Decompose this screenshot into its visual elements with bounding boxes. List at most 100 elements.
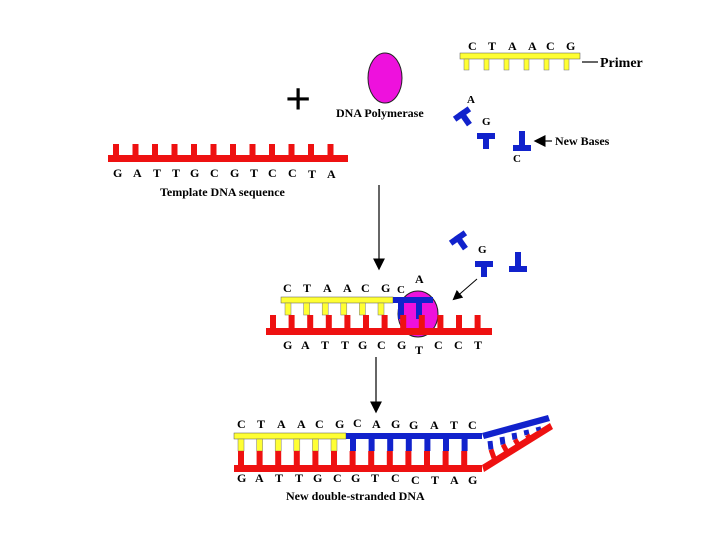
bottom-upper-base-9: G: [391, 417, 400, 431]
bottom-lower-base-10: C: [411, 473, 420, 487]
strand-tooth: [474, 315, 481, 328]
tail-tooth: [488, 448, 497, 459]
middle-upper-base-2: T: [303, 281, 311, 295]
template-base-9: C: [268, 166, 277, 180]
middle-lower-base-5: G: [358, 338, 367, 352]
strand-tooth: [237, 438, 245, 452]
bottom-lower-base-3: T: [275, 471, 283, 485]
bottom-upper-base-1: C: [237, 417, 246, 431]
bottom-lower-base-1: G: [237, 471, 246, 485]
middle-primer-strand: [280, 296, 394, 316]
strand-tooth: [325, 315, 332, 328]
template-base-6: C: [210, 166, 219, 180]
strand-tooth: [442, 451, 449, 465]
middle-upper-base-4: A: [343, 281, 352, 295]
middle-upper-base-1: C: [283, 281, 292, 295]
strand-tooth: [270, 315, 276, 328]
primer-base-3: A: [508, 39, 517, 53]
template-base-8: T: [250, 166, 258, 180]
middle-free-base-g-letter: G: [478, 244, 487, 256]
bottom-upper-base-11: A: [430, 418, 439, 432]
bottom-upper-base-12: T: [450, 418, 458, 432]
template-sequence-letters: G A T T G C G T C C T A: [113, 166, 336, 181]
strand-tooth: [368, 439, 375, 451]
bottom-primer-strand: [233, 432, 347, 452]
strand-tooth: [230, 144, 236, 155]
template-base-10: C: [288, 166, 297, 180]
strand-tooth: [308, 144, 314, 155]
middle-new-strand: [393, 297, 433, 319]
bottom-lower-base-7: G: [351, 471, 360, 485]
strand-tooth: [256, 451, 263, 465]
tail-tooth: [523, 429, 530, 436]
strand-tooth: [152, 144, 158, 155]
bottom-lower-base-8: T: [371, 471, 379, 485]
strand-tooth: [312, 438, 319, 452]
dna-polymerase-icon: [367, 52, 403, 104]
bottom-lower-base-9: C: [391, 471, 400, 485]
bottom-lower-base-4: T: [295, 471, 303, 485]
strand-tooth: [363, 315, 369, 328]
strand-tooth: [503, 58, 510, 71]
strand-tooth: [400, 315, 407, 328]
strand-tooth: [238, 451, 244, 465]
strand-tooth: [563, 58, 570, 71]
strand-tooth: [284, 302, 292, 316]
strand-tooth: [274, 438, 282, 452]
bottom-upper-letters: C T A A C G C A G G A T C: [237, 416, 477, 432]
template-base-11: T: [308, 167, 316, 181]
strand-tooth: [113, 144, 119, 155]
middle-lower-base-9: C: [434, 338, 443, 352]
strand-tooth: [269, 144, 275, 155]
strand-tooth: [312, 451, 319, 465]
strand-tooth: [210, 144, 217, 155]
strand-tooth: [461, 439, 468, 451]
strand-tooth: [443, 439, 449, 451]
strand-tooth: [381, 315, 388, 328]
free-base-a-icon: [452, 106, 472, 127]
strand-tooth: [424, 451, 430, 465]
strand-tooth: [461, 451, 468, 465]
primer-label: Primer: [600, 56, 643, 71]
template-base-1: G: [113, 166, 122, 180]
middle-lower-base-6: C: [377, 338, 386, 352]
tail-tooth: [537, 428, 544, 436]
strand-tooth: [344, 315, 351, 328]
strand-tooth: [543, 58, 550, 71]
strand-tooth: [350, 439, 356, 451]
middle-incoming-arrow: [452, 278, 478, 301]
strand-tooth: [331, 451, 337, 465]
strand-tooth: [288, 144, 295, 155]
primer-base-1: C: [468, 39, 477, 53]
plus-sign: +: [285, 73, 311, 124]
strand-tooth: [327, 144, 334, 155]
free-base-g-letter: G: [482, 116, 491, 128]
middle-free-base-g-icon: [475, 261, 493, 277]
middle-upper-base-5: C: [361, 281, 370, 295]
middle-lower-base-4: T: [341, 338, 349, 352]
template-base-2: A: [133, 166, 142, 180]
strand-tooth: [416, 303, 422, 319]
template-base-12: A: [327, 167, 336, 181]
middle-upper-base-3: A: [323, 281, 332, 295]
bottom-lower-base-5: G: [313, 471, 322, 485]
middle-upper-base-6: G: [381, 281, 390, 295]
strand-tooth: [418, 315, 425, 328]
strand-tooth: [256, 438, 263, 452]
bottom-lower-letters: G A T T G C G T C C T A G: [237, 471, 477, 487]
strand-tooth: [132, 144, 139, 155]
tail-tooth: [535, 426, 542, 432]
primer-base-5: C: [546, 39, 555, 53]
strand-tooth: [321, 302, 329, 316]
strand-tooth: [368, 451, 375, 465]
template-base-7: G: [230, 166, 239, 180]
middle-lower-base-2: A: [301, 338, 310, 352]
strand-tooth: [330, 438, 338, 452]
bottom-lower-base-2: A: [255, 471, 264, 485]
middle-free-base-3-icon: [509, 252, 527, 272]
bottom-template-strand: [234, 451, 482, 472]
middle-lower-base-8: T: [415, 343, 423, 357]
middle-lower-base-10: C: [454, 338, 463, 352]
middle-free-base-1-icon: [448, 230, 468, 251]
